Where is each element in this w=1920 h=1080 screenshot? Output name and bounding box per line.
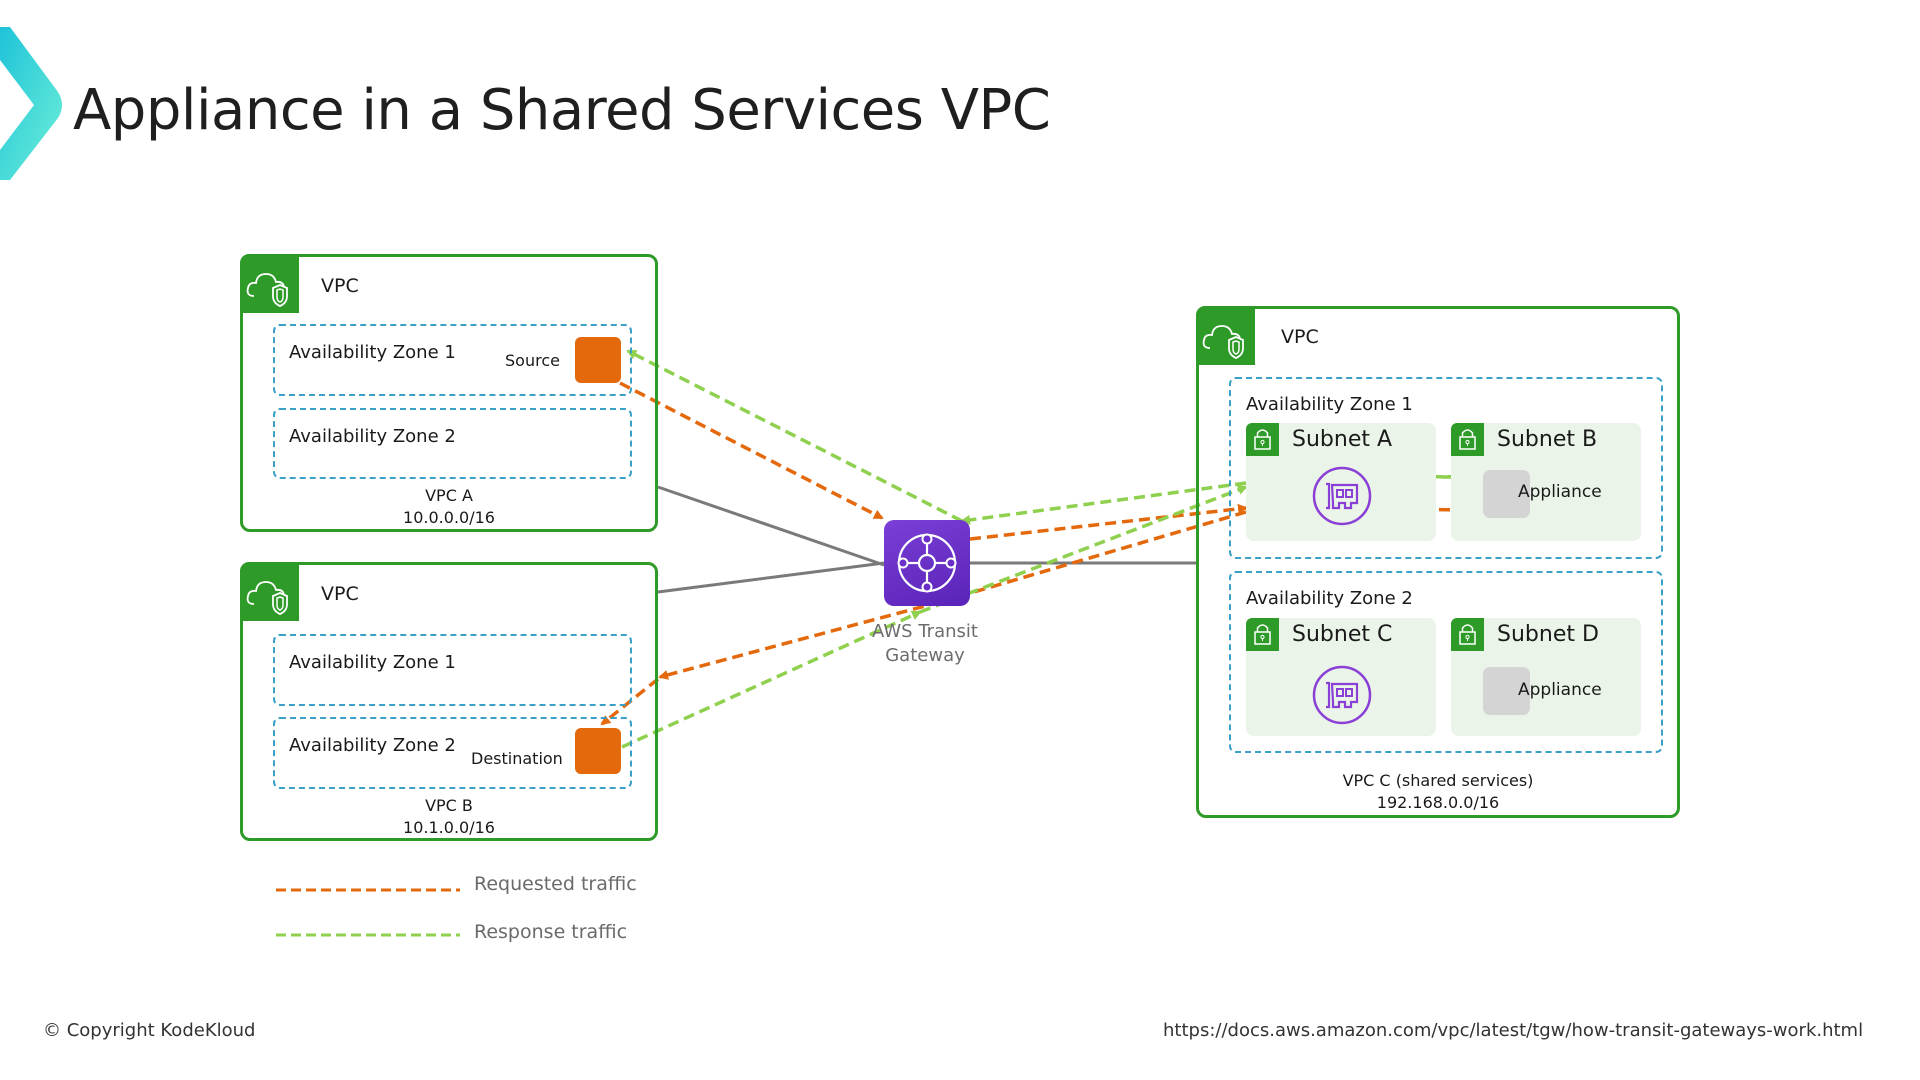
connector-vpc-b-tgw bbox=[657, 561, 885, 594]
az-label: Availability Zone 2 bbox=[1246, 588, 1413, 609]
subnet-header bbox=[1246, 618, 1279, 651]
lock-icon bbox=[1254, 429, 1271, 450]
vpc-header-label: VPC bbox=[321, 275, 359, 297]
vpc-c-container: VPC Availability Zone 1 Availability Zon… bbox=[1196, 306, 1680, 818]
az-label: Availability Zone 1 bbox=[289, 652, 456, 673]
az-label: Availability Zone 1 bbox=[1246, 394, 1413, 415]
appliance-box bbox=[1483, 470, 1530, 518]
tgw-label: AWS Transit Gateway bbox=[855, 620, 995, 668]
source-url[interactable]: https://docs.aws.amazon.com/vpc/latest/t… bbox=[1163, 1020, 1864, 1041]
subnet-label: Subnet D bbox=[1497, 622, 1599, 647]
transit-gateway-icon bbox=[897, 533, 957, 593]
tgw-label-line2: Gateway bbox=[885, 645, 965, 666]
vpc-c-caption: VPC C (shared services) 192.168.0.0/16 bbox=[1199, 770, 1677, 814]
vpc-header-label: VPC bbox=[321, 583, 359, 605]
source-instance bbox=[575, 337, 621, 383]
az-label: Availability Zone 1 bbox=[289, 342, 456, 363]
subnet-label: Subnet B bbox=[1497, 427, 1598, 452]
requested-source-to-tgw bbox=[619, 381, 884, 520]
connector-vpc-a-tgw bbox=[657, 485, 885, 567]
response-tgw-to-source bbox=[626, 349, 963, 523]
vpc-cloud-shield-icon bbox=[246, 581, 288, 615]
vpc-header bbox=[1196, 306, 1255, 365]
page-title: Appliance in a Shared Services VPC bbox=[73, 78, 1051, 143]
subnet-b: Subnet B Appliance bbox=[1451, 423, 1641, 541]
vpc-header bbox=[240, 254, 299, 313]
source-label: Source bbox=[505, 351, 560, 370]
vpc-c-az1: Availability Zone 1 bbox=[1229, 377, 1663, 559]
destination-label: Destination bbox=[471, 749, 563, 768]
vpc-cloud-shield-icon bbox=[1202, 325, 1244, 359]
subnet-header bbox=[1451, 618, 1484, 651]
kodekloud-logo-icon bbox=[0, 27, 62, 180]
appliance-box bbox=[1483, 667, 1530, 715]
vpc-b-container: VPC Availability Zone 1 Availability Zon… bbox=[240, 562, 658, 841]
vpc-b-caption: VPC B 10.1.0.0/16 bbox=[243, 795, 655, 839]
vpc-c-cidr: 192.168.0.0/16 bbox=[1376, 793, 1500, 812]
appliance-label: Appliance bbox=[1518, 680, 1602, 700]
lock-icon bbox=[1459, 429, 1476, 450]
subnet-header bbox=[1451, 423, 1484, 456]
subnet-label: Subnet C bbox=[1292, 622, 1393, 647]
legend-swatches bbox=[276, 888, 460, 937]
vpc-b-az1: Availability Zone 1 bbox=[273, 634, 632, 706]
vpc-a-cidr: 10.0.0.0/16 bbox=[403, 508, 495, 527]
legend-requested-label: Requested traffic bbox=[474, 873, 637, 895]
vpc-a-container: VPC Availability Zone 1 Source Availabil… bbox=[240, 254, 658, 532]
subnet-header bbox=[1246, 423, 1279, 456]
vpc-a-caption: VPC A 10.0.0.0/16 bbox=[243, 485, 655, 529]
vpc-c-az2: Availability Zone 2 bbox=[1229, 571, 1663, 753]
vpc-a-az1: Availability Zone 1 Source bbox=[273, 324, 632, 396]
eni-icon bbox=[1312, 466, 1372, 526]
copyright: © Copyright KodeKloud bbox=[43, 1020, 256, 1041]
subnet-d: Subnet D Appliance bbox=[1451, 618, 1641, 736]
lock-icon bbox=[1254, 624, 1271, 645]
subnet-label: Subnet A bbox=[1292, 427, 1393, 452]
vpc-header bbox=[240, 562, 299, 621]
transit-gateway bbox=[884, 520, 970, 606]
vpc-a-name: VPC A bbox=[425, 486, 473, 505]
az-label: Availability Zone 2 bbox=[289, 426, 456, 447]
subnet-a: Subnet A bbox=[1246, 423, 1436, 541]
destination-instance bbox=[575, 728, 621, 774]
vpc-b-name: VPC B bbox=[425, 796, 473, 815]
vpc-a-az2: Availability Zone 2 bbox=[273, 408, 632, 479]
vpc-b-az2: Availability Zone 2 Destination bbox=[273, 717, 632, 789]
lock-icon bbox=[1459, 624, 1476, 645]
eni-icon bbox=[1312, 665, 1372, 725]
vpc-header-label: VPC bbox=[1281, 326, 1319, 348]
legend-response-label: Response traffic bbox=[474, 921, 628, 943]
tgw-label-line1: AWS Transit bbox=[872, 621, 978, 642]
vpc-b-cidr: 10.1.0.0/16 bbox=[403, 818, 495, 837]
vpc-cloud-shield-icon bbox=[246, 273, 288, 307]
appliance-label: Appliance bbox=[1518, 482, 1602, 502]
az-label: Availability Zone 2 bbox=[289, 735, 456, 756]
vpc-c-name: VPC C (shared services) bbox=[1342, 771, 1534, 790]
subnet-c: Subnet C bbox=[1246, 618, 1436, 736]
